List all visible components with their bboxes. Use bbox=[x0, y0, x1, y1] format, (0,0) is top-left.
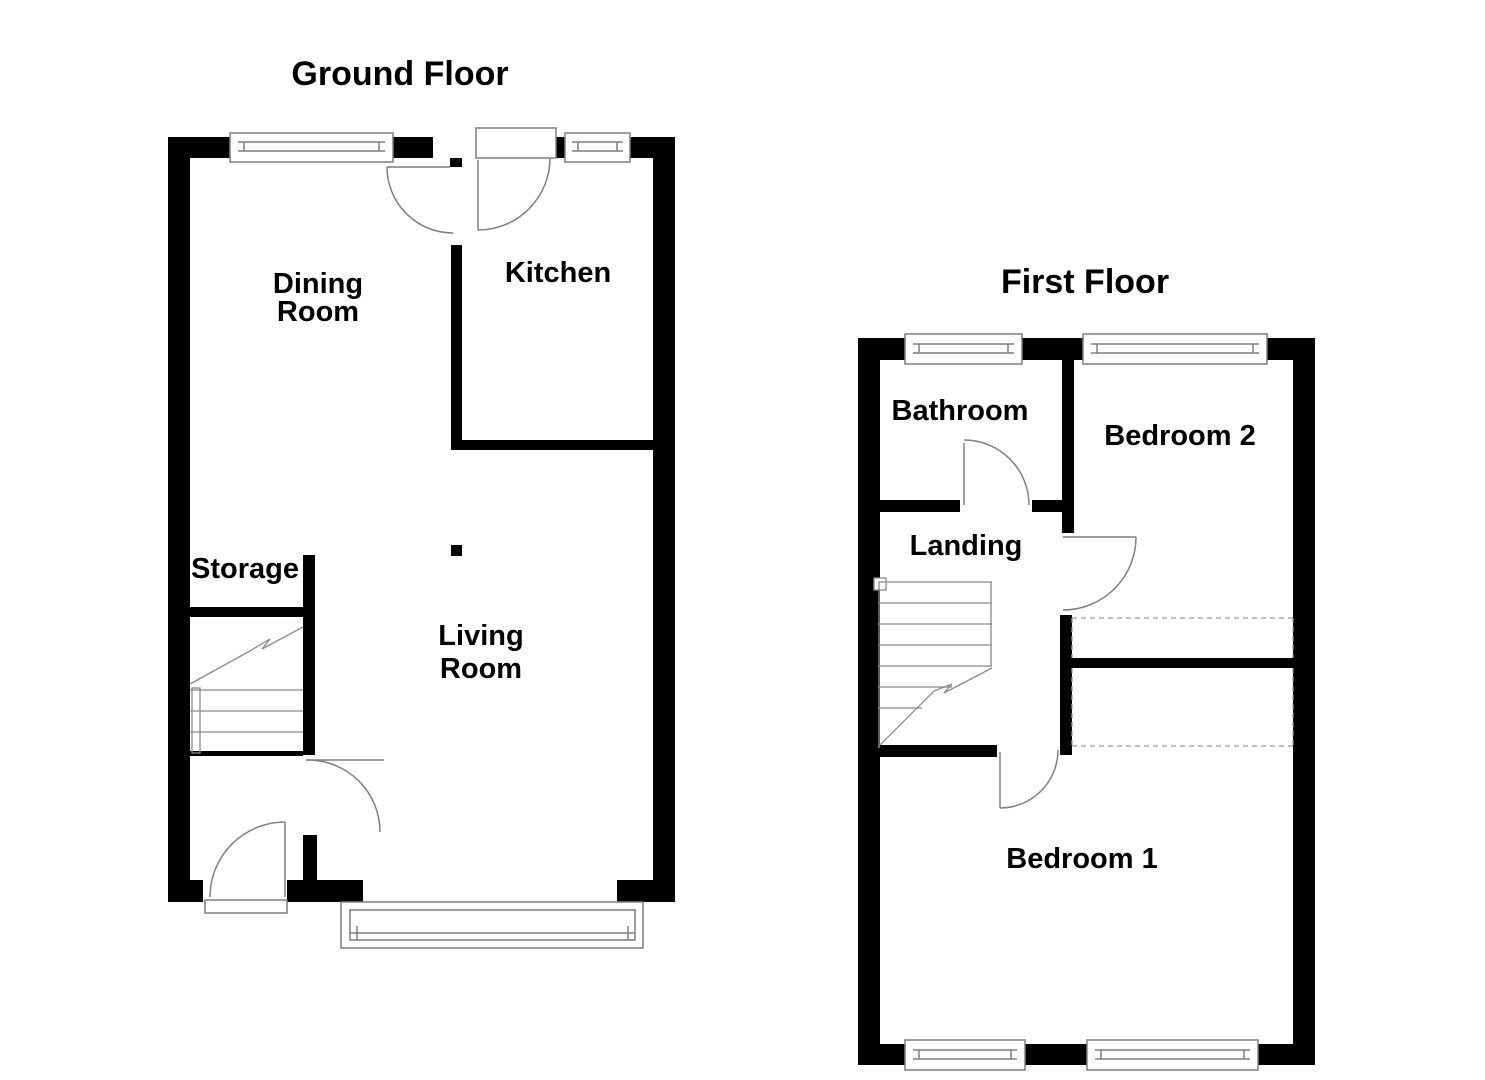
wall-segment bbox=[858, 338, 905, 360]
wall-segment bbox=[1070, 658, 1295, 668]
first-floor-windows bbox=[904, 333, 1268, 1071]
wall-segment bbox=[190, 751, 303, 756]
wall-segment bbox=[451, 245, 462, 450]
wall-segment bbox=[1267, 338, 1315, 360]
wardrobe-bedroom2 bbox=[1071, 617, 1294, 658]
wardrobe-bedroom1 bbox=[1071, 668, 1294, 747]
window bbox=[1082, 333, 1268, 365]
door-swing-bedroom2 bbox=[1062, 536, 1137, 611]
wall-segment bbox=[303, 555, 315, 755]
door-swing-bedroom1 bbox=[999, 749, 1059, 809]
room-label-landing: Landing bbox=[910, 530, 1023, 562]
room-label-bathroom: Bathroom bbox=[892, 395, 1029, 427]
room-label-living-line2: Room bbox=[440, 653, 522, 685]
ground-floor-labels: Dining Room Kitchen Storage Living Room bbox=[191, 257, 611, 685]
window bbox=[1086, 1039, 1259, 1071]
staircase-first bbox=[873, 577, 993, 748]
ground-floor-title: Ground Floor bbox=[291, 55, 508, 93]
staircase-ground bbox=[189, 626, 304, 754]
wall-segment bbox=[190, 607, 303, 617]
wall-segment bbox=[168, 137, 230, 158]
wall-segment bbox=[451, 440, 653, 450]
door-panel bbox=[475, 127, 557, 159]
wall-segment bbox=[880, 500, 960, 512]
wall-segment bbox=[556, 137, 565, 158]
wall-segment bbox=[1060, 615, 1072, 755]
first-floor-plan: First Floor bbox=[858, 263, 1315, 1071]
room-label-bedroom1: Bedroom 1 bbox=[1006, 843, 1157, 875]
wall-segment bbox=[1293, 338, 1315, 1065]
wall-segment bbox=[1062, 360, 1074, 533]
room-label-living-line1: Living bbox=[438, 620, 523, 652]
door-threshold bbox=[204, 899, 288, 914]
first-floor-title: First Floor bbox=[1001, 263, 1169, 301]
wall-segment bbox=[617, 880, 675, 902]
door-swing-living-room bbox=[306, 759, 384, 833]
wall-segment bbox=[653, 137, 675, 902]
room-label-bedroom2: Bedroom 2 bbox=[1104, 420, 1255, 452]
first-floor-doors bbox=[963, 439, 1137, 809]
ground-floor-walls bbox=[168, 137, 675, 902]
wall-segment bbox=[630, 137, 675, 158]
wall-segment bbox=[880, 745, 997, 757]
door-swing-back-door bbox=[477, 157, 551, 231]
stair-break-line bbox=[189, 626, 304, 685]
room-label-dining-line1: Dining bbox=[273, 268, 363, 300]
door-swing-front-door bbox=[209, 821, 286, 898]
door-swing-dining bbox=[386, 166, 454, 234]
room-label-dining-line2: Room bbox=[277, 296, 359, 328]
wall-segment bbox=[858, 338, 880, 1065]
room-label-storage: Storage bbox=[191, 553, 299, 585]
door-swing-bathroom bbox=[963, 439, 1030, 506]
wall-segment bbox=[168, 137, 190, 902]
room-label-kitchen: Kitchen bbox=[505, 257, 611, 289]
bay-window bbox=[340, 901, 644, 949]
window bbox=[229, 132, 394, 163]
window bbox=[904, 1039, 1026, 1071]
wall-segment bbox=[393, 137, 433, 158]
window bbox=[904, 333, 1023, 365]
first-floor-walls bbox=[858, 338, 1315, 1065]
wall-segment bbox=[1025, 1044, 1087, 1065]
wall-segment bbox=[858, 1044, 905, 1065]
ground-floor-plan: Ground Floor bbox=[168, 55, 675, 949]
ground-floor-doors bbox=[209, 157, 551, 898]
wall-segment bbox=[168, 880, 203, 902]
ground-floor-windows bbox=[204, 127, 644, 949]
wall-segment bbox=[303, 835, 317, 882]
wardrobes bbox=[1071, 617, 1294, 747]
wall-segment bbox=[1032, 500, 1062, 512]
wall-post bbox=[451, 545, 462, 556]
stair-break-line bbox=[877, 667, 993, 748]
wall-segment bbox=[1022, 338, 1083, 360]
first-floor-labels: Bathroom Bedroom 2 Landing Bedroom 1 bbox=[892, 395, 1256, 875]
wall-segment bbox=[450, 158, 462, 167]
wall-segment bbox=[287, 880, 363, 902]
window bbox=[564, 132, 631, 163]
wall-segment bbox=[1258, 1044, 1315, 1065]
